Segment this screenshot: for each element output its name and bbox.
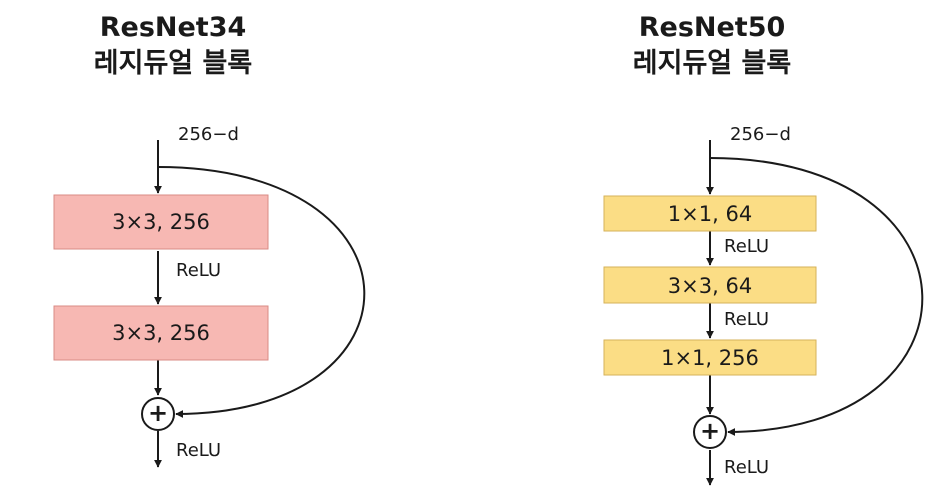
resnet50-layer-box-3 (603, 339, 817, 376)
resnet34-layer-box-1 (53, 194, 269, 250)
resnet34-subtitle: 레지듀얼 블록 (93, 48, 253, 79)
resnet50-subtitle: 레지듀얼 블록 (632, 48, 792, 79)
resnet50-skip-connection (709, 157, 924, 436)
resnet34-layer-box-2 (53, 305, 269, 361)
resnet50-layer-box-2 (603, 266, 817, 304)
resnet34-add-node (141, 397, 175, 431)
resnet34-title: ResNet34 (99, 12, 247, 43)
resnet50-add-symbol: + (700, 417, 720, 445)
resnet50-add-node (693, 415, 727, 449)
resnet34-block: 256−d 3×3, 256 3×3, 256 ReLU ReLU + (53, 124, 366, 468)
resnet50-relu-label-1: ReLU (724, 236, 769, 257)
resnet50-layer-label-3: 1×1, 256 (661, 346, 759, 370)
resnet50-layer-label-1: 1×1, 64 (668, 202, 752, 226)
resnet34-relu-label-output: ReLU (176, 440, 221, 461)
resnet50-layer-label-2: 3×3, 64 (668, 274, 752, 298)
resnet50-title: ResNet50 (638, 12, 786, 43)
resnet34-layer-label-2: 3×3, 256 (112, 321, 210, 345)
resnet50-relu-label-output: ReLU (724, 457, 769, 478)
resnet50-layer-box-1 (603, 195, 817, 232)
resnet34-input-label: 256−d (178, 124, 239, 145)
resnet50-title-block: ResNet50 레지듀얼 블록 (582, 10, 842, 82)
resnet50-input-label: 256−d (730, 124, 791, 145)
resnet34-skip-connection (157, 166, 366, 418)
resnet50-block: 256−d 1×1, 64 3×3, 64 1×1, 256 ReLU ReLU… (603, 124, 924, 486)
resnet34-add-symbol: + (148, 399, 168, 427)
resnet50-relu-label-2: ReLU (724, 309, 769, 330)
resnet34-relu-label-1: ReLU (176, 260, 221, 281)
resnet34-title-block: ResNet34 레지듀얼 블록 (43, 10, 303, 82)
resnet34-layer-label-1: 3×3, 256 (112, 210, 210, 234)
